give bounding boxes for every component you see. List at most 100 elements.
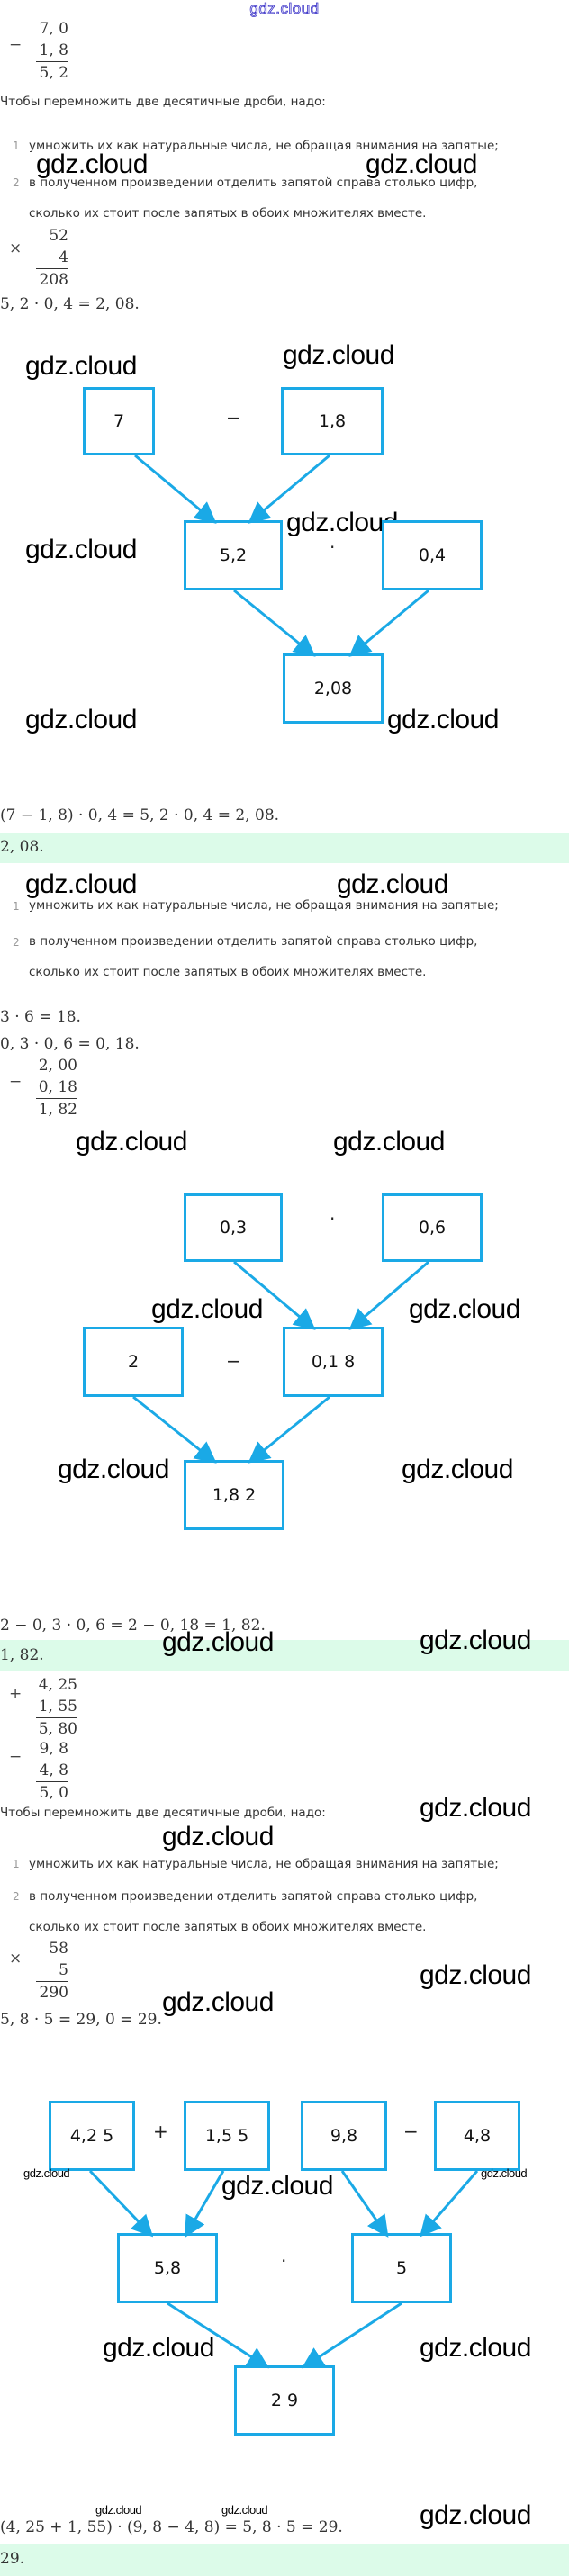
- diagram-box: 0,3: [184, 1193, 283, 1262]
- watermark: gdz.cloud: [25, 869, 137, 899]
- arrow: [184, 2170, 225, 2238]
- column-operand-b: 5: [59, 1961, 68, 1979]
- diagram-box: 2 9: [234, 2365, 335, 2436]
- column-mul-operator: ×: [9, 1950, 23, 1968]
- math-line: 5, 2 · 0, 4 = 2, 08.: [0, 295, 140, 313]
- diagram-box: 2,08: [283, 653, 384, 724]
- column-result: 1, 82: [36, 1098, 77, 1121]
- watermark: gdz.cloud: [420, 2500, 531, 2530]
- watermark: gdz.cloud: [337, 869, 448, 899]
- answer-text: 1, 82.: [0, 1646, 44, 1664]
- rule-step-number: 2: [13, 936, 20, 949]
- rule-step-number: 1: [13, 140, 20, 152]
- column-result: 208: [36, 268, 68, 291]
- watermark: gdz.cloud: [36, 149, 148, 179]
- rule-step-1: умножить их как натуральные числа, не об…: [29, 1857, 499, 1871]
- diagram-box: 0,4: [382, 520, 483, 590]
- watermark: gdz.cloud: [420, 2333, 531, 2363]
- watermark: gdz.cloud: [162, 1627, 274, 1657]
- diagram-box: 2: [83, 1327, 184, 1397]
- column-addition: 4, 25 1, 55 5, 80: [36, 1674, 77, 1740]
- watermark: gdz.cloud: [103, 2333, 214, 2363]
- diagram-operator: ·: [281, 2250, 287, 2272]
- diagram-operator: ·: [330, 1208, 336, 1229]
- arrow: [88, 2169, 154, 2238]
- rule-step-number: 1: [13, 900, 20, 913]
- diagram-operator: ·: [330, 536, 336, 558]
- rule-step-2-cont: сколько их стоит после запятых в обоих м…: [29, 1920, 427, 1934]
- column-add-operator: +: [9, 1685, 23, 1703]
- diagram-box: 4,8: [434, 2101, 520, 2171]
- expression-line: 2 − 0, 3 · 0, 6 = 2 − 0, 18 = 1, 82.: [0, 1617, 266, 1635]
- column-result: 5, 2: [36, 61, 68, 84]
- watermark: gdz.cloud: [420, 1960, 531, 1990]
- column-operand-a: 58: [49, 1940, 68, 1958]
- diagram-box: 9,8: [301, 2101, 387, 2171]
- column-operand-b: 1, 8: [39, 41, 68, 59]
- rule-step-2-cont: сколько их стоит после запятых в обоих м…: [29, 206, 427, 221]
- column-operand-a: 52: [49, 227, 68, 245]
- diagram-operator: −: [226, 407, 241, 428]
- watermark: gdz.cloud: [25, 535, 137, 564]
- diagram-box: 7: [83, 387, 155, 455]
- diagram-box: 0,1 8: [283, 1327, 384, 1397]
- rule-step-2: в полученном произведении отделить запят…: [29, 1889, 478, 1904]
- rule-step-1: умножить их как натуральные числа, не об…: [29, 139, 499, 153]
- column-operand-b: 4, 8: [39, 1761, 68, 1779]
- watermark: gdz.cloud: [162, 1987, 274, 2017]
- diagram-operator: −: [403, 2121, 419, 2142]
- diagram-box: 5: [351, 2233, 452, 2303]
- expression-line: (7 − 1, 8) · 0, 4 = 5, 2 · 0, 4 = 2, 08.: [0, 806, 280, 824]
- watermark: gdz.cloud: [420, 1626, 531, 1655]
- watermark: gdz.cloud: [402, 1455, 513, 1484]
- watermark: gdz.cloud: [420, 1793, 531, 1823]
- column-multiplication: 58 5 290: [36, 1938, 68, 2004]
- diagram-box: 4,2 5: [49, 2101, 135, 2171]
- watermark: gdz.cloud: [58, 1455, 169, 1484]
- watermark: gdz.cloud: [25, 705, 137, 734]
- column-result: 5, 80: [36, 1717, 77, 1740]
- column-sub-operator: −: [9, 36, 23, 54]
- watermark: gdz.cloud: [409, 1294, 520, 1324]
- column-mul-operator: ×: [9, 239, 23, 257]
- arrow: [248, 1395, 330, 1464]
- arrow: [134, 454, 217, 524]
- diagram-box: 0,6: [382, 1193, 483, 1262]
- watermark: gdz.cloud: [25, 351, 137, 381]
- column-operand-a: 2, 00: [38, 1057, 77, 1075]
- column-multiplication: 52 4 208: [36, 225, 68, 291]
- diagram-box: 1,8 2: [184, 1460, 284, 1530]
- watermark: gdz.cloud: [76, 1127, 187, 1157]
- rule-step-1: умножить их как натуральные числа, не об…: [29, 898, 499, 913]
- watermark: gdz.cloud: [283, 340, 394, 370]
- column-subtraction: 2, 00 0, 18 1, 82: [36, 1055, 77, 1121]
- arrow: [233, 589, 316, 657]
- watermark: gdz.cloud: [95, 2503, 142, 2517]
- watermark: gdz.cloud: [151, 1294, 263, 1324]
- column-operand-a: 9, 8: [39, 1740, 68, 1758]
- rule-step-2: в полученном произведении отделить запят…: [29, 176, 478, 190]
- watermark: gdz.cloud: [221, 2503, 268, 2517]
- column-subtraction: 9, 8 4, 8 5, 0: [36, 1738, 68, 1804]
- answer-band: 29.: [0, 2544, 569, 2576]
- diagram-operator: +: [153, 2121, 168, 2142]
- column-sub-operator: −: [9, 1748, 23, 1766]
- rule-intro: Чтобы перемножить две десятичные дроби, …: [0, 95, 326, 109]
- arrow: [420, 2170, 479, 2238]
- diagram-box: 1,5 5: [184, 2101, 270, 2171]
- rule-step-number: 1: [13, 1858, 20, 1870]
- watermark: gdz.cloud: [481, 2166, 528, 2180]
- rule-step-number: 2: [13, 1890, 20, 1903]
- answer-text: 29.: [0, 2550, 25, 2568]
- column-subtraction: 7, 0 1, 8 5, 2: [36, 18, 68, 84]
- arrow: [340, 2170, 389, 2238]
- column-result: 5, 0: [36, 1781, 68, 1804]
- rule-step-number: 2: [13, 176, 20, 189]
- column-operand-b: 0, 18: [38, 1078, 77, 1096]
- expression-line: (4, 25 + 1, 55) · (9, 8 − 4, 8) = 5, 8 ·…: [0, 2518, 343, 2536]
- column-result: 290: [36, 1981, 68, 2004]
- column-operand-b: 1, 55: [38, 1698, 77, 1716]
- math-line: 0, 3 · 0, 6 = 0, 18.: [0, 1035, 140, 1053]
- column-operand-b: 4: [59, 248, 68, 266]
- watermark: gdz.cloud: [162, 1822, 274, 1851]
